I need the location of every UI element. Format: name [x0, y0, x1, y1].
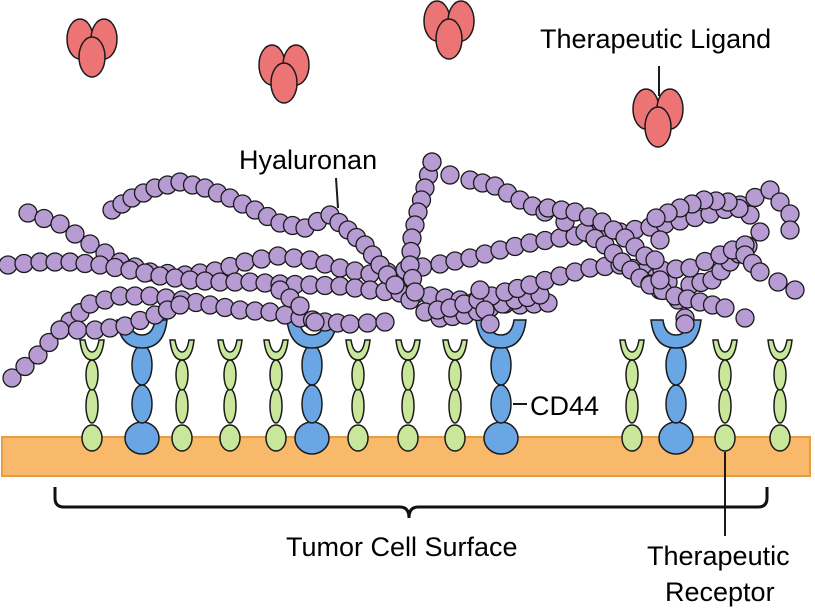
therapeutic-receptor-icon — [619, 339, 645, 452]
receptors-layer — [79, 319, 793, 455]
hyaluronan-bead-chain — [50, 295, 190, 340]
therapeutic-receptor-icon — [712, 339, 738, 452]
hyaluronan-bead-chain — [538, 198, 755, 280]
hyaluronan-leader-line — [335, 177, 339, 209]
hyaluronan-bead-chain — [645, 230, 670, 290]
hyaluronan-bead-chain — [735, 245, 805, 300]
therapeutic-receptor-icon — [217, 339, 243, 452]
hyaluronan-chains — [0, 152, 805, 388]
cd44-receptor-icon — [475, 319, 527, 455]
leader-lines — [335, 66, 726, 536]
hyaluronan-bead-chain — [270, 280, 325, 332]
therapeutic-receptor-icon — [79, 339, 105, 452]
therapeutic-receptor-icon — [767, 339, 793, 452]
therapeutic-receptor-icon — [345, 339, 371, 452]
hyaluronan-label: Hyaluronan — [239, 145, 377, 175]
ligand-trimer-icon — [258, 44, 310, 104]
therapeutic-receptor-icon — [263, 339, 289, 452]
therapeutic-receptor-label-line1: Therapeutic — [647, 541, 790, 571]
therapeutic-receptor-icon — [395, 339, 421, 452]
hyaluronan-bead-chain — [470, 280, 500, 334]
cd44-label: CD44 — [530, 391, 599, 421]
ligand-trimer-icon — [632, 88, 684, 148]
therapeutic-receptor-icon — [169, 339, 195, 452]
therapeutic-receptor-icon — [442, 339, 468, 452]
cd44-receptor-icon — [650, 319, 702, 455]
therapeutic-receptor-label-line2: Receptor — [665, 577, 775, 607]
tumor-cell-surface-label: Tumor Cell Surface — [286, 532, 518, 562]
cd44-receptor-icon — [286, 319, 338, 455]
ligands — [66, 0, 684, 148]
cd44-receptor-icon — [116, 319, 168, 455]
therapeutic-ligand-label: Therapeutic Ligand — [540, 24, 771, 54]
ligand-trimer-icon — [66, 18, 118, 78]
ligand-trimer-icon — [423, 0, 475, 60]
tumor-surface-bracket — [53, 487, 769, 519]
